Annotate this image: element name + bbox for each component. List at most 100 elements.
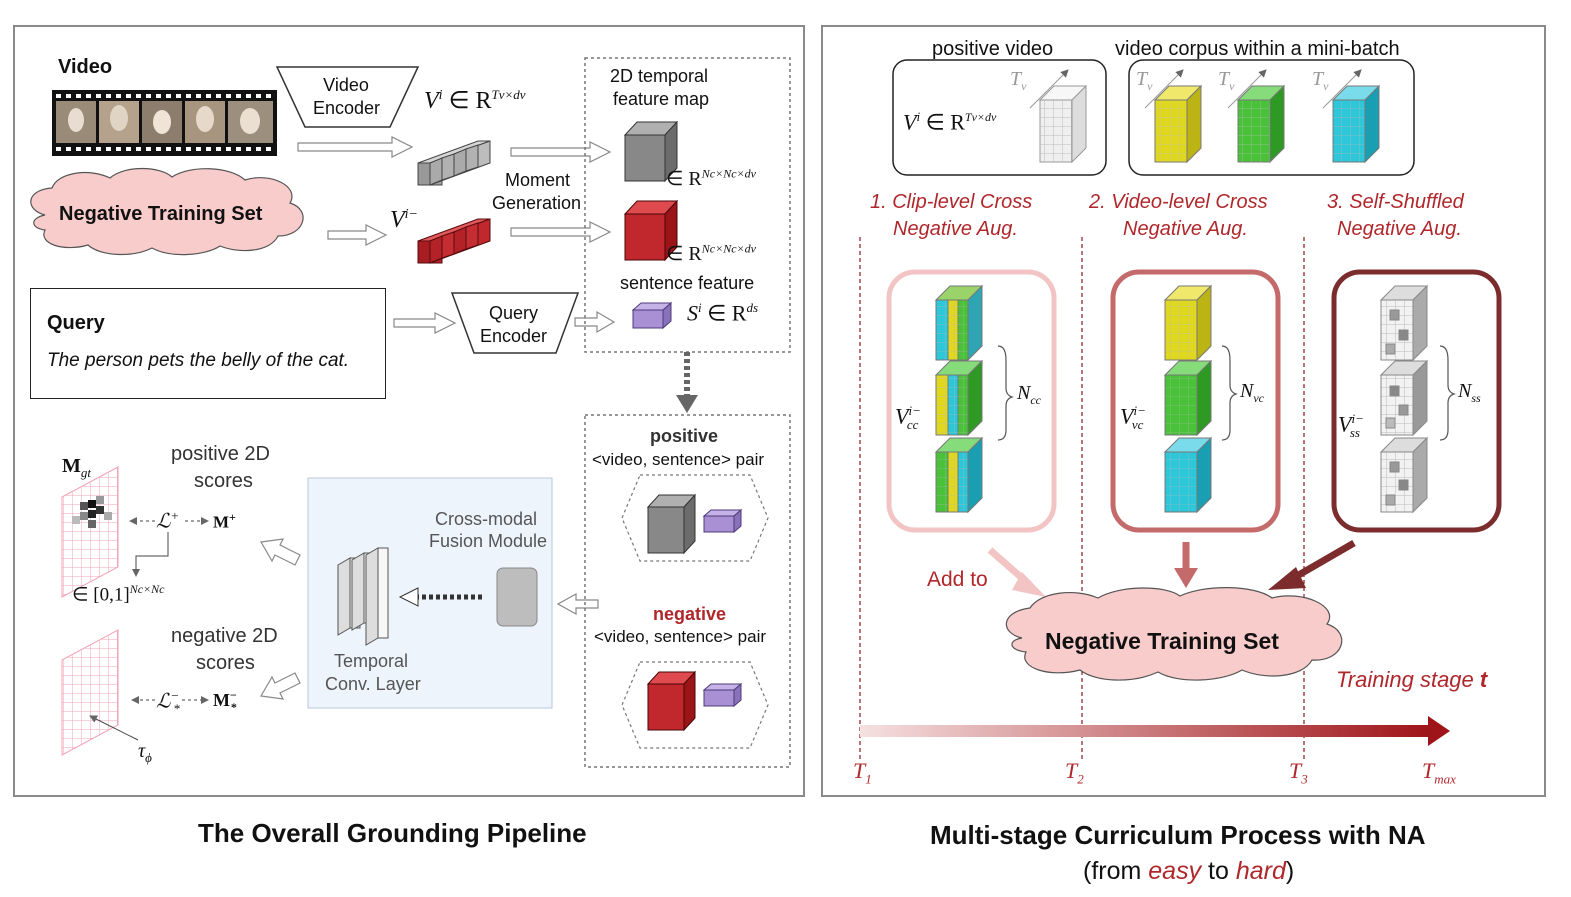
- t1-label: T1: [853, 758, 872, 787]
- vvc-label: Vi−vc: [1120, 403, 1146, 432]
- right-neg-set-label: Negative Training Set: [1045, 628, 1279, 654]
- vineg-formula: Vi−: [390, 207, 419, 233]
- tv-label-pos: Tv: [1010, 68, 1027, 93]
- feature-map-cube-red: [623, 199, 679, 262]
- neg-scores-line2: scores: [196, 652, 255, 674]
- sentence-feature-label: sentence feature: [620, 273, 755, 293]
- tv-label-yellow: Tv: [1136, 68, 1153, 93]
- si-formula: Si ∈ Rds: [687, 300, 759, 326]
- query-encoder-line1: Query: [489, 303, 539, 323]
- stage-dividers: [859, 237, 1305, 760]
- aug3-line2: Negative Aug.: [1337, 218, 1462, 240]
- m-neg: M−*: [213, 688, 237, 714]
- query-encoder-line2: Encoder: [480, 326, 548, 346]
- aug1-line1: 1. Clip-level Cross: [870, 191, 1033, 213]
- positive-video-label: positive video: [932, 38, 1054, 60]
- range-label: ∈ [0,1]Nc×Nc: [72, 582, 165, 606]
- video-feature-blocks: [417, 140, 491, 186]
- t3-label: T3: [1289, 758, 1308, 787]
- positive-pair-hexagon: [621, 474, 769, 562]
- down-dashed-arrow: [676, 352, 698, 413]
- fusion-dashed-arrow: [398, 587, 482, 607]
- m-pos: M+: [213, 510, 236, 532]
- aug2-cubes: [1163, 284, 1213, 514]
- feature-map-cube-gray: [623, 120, 679, 183]
- aug1-brace: [997, 345, 1014, 441]
- video-encoder-line2: Encoder: [313, 98, 381, 118]
- negative-label: negative: [653, 604, 727, 624]
- add-to-label: Add to: [927, 568, 988, 591]
- aug-to-neg-arrows: [987, 539, 1356, 597]
- aug2-line2: Negative Aug.: [1123, 218, 1248, 240]
- negative-feature-blocks: [417, 218, 491, 264]
- loss-neg: ℒ−*: [156, 688, 180, 716]
- query-encoder-shape: [450, 292, 580, 354]
- positive-pair-cubes: [646, 493, 743, 555]
- pos-scores-line2: scores: [194, 470, 253, 492]
- corpus-cube-green: [1227, 69, 1286, 164]
- t2-label: T2: [1065, 758, 1084, 787]
- negative-pair-hexagon: [621, 661, 769, 749]
- training-stage-label: Training stage t: [1336, 667, 1488, 692]
- map-dim-gray: ∈ RNc×Nc×dv: [666, 166, 756, 190]
- right-vi-formula: Vi ∈ RTv×dv: [903, 109, 997, 135]
- tv-label-cyan: Tv: [1312, 68, 1329, 93]
- pair-box: [584, 414, 791, 768]
- temporal-line2: Conv. Layer: [325, 674, 421, 694]
- fusion-line1: Cross-modal: [435, 509, 538, 529]
- sentence-feature-block: [631, 301, 673, 330]
- tv-label-green: Tv: [1218, 68, 1235, 93]
- score-connectors: [89, 517, 209, 741]
- query-box: [30, 288, 386, 399]
- aug2-brace: [1221, 345, 1238, 441]
- video-encoder-line1: Video: [323, 75, 369, 95]
- map-dim-red: ∈ RNc×Nc×dv: [666, 241, 756, 265]
- nvc-label: Nvc: [1240, 380, 1264, 405]
- aug3-cubes: [1379, 284, 1429, 514]
- training-timeline: [860, 716, 1450, 746]
- ncc-label: Ncc: [1017, 382, 1041, 407]
- corpus-cube-yellow: [1144, 69, 1203, 164]
- moment-gen-line1: Moment: [505, 170, 571, 190]
- aug3-line1: 3. Self-Shuffled: [1327, 191, 1464, 213]
- negative-pair-label: <video, sentence> pair: [594, 627, 767, 646]
- video-label: Video: [58, 56, 113, 78]
- mgt-label: Mgt: [62, 455, 92, 480]
- vi-formula: Vi ∈ RTv×dv: [424, 87, 526, 114]
- video-corpus-label: video corpus within a mini-batch: [1115, 38, 1400, 60]
- map-title-line2: feature map: [613, 89, 710, 109]
- left-negative-cloud: [30, 168, 304, 256]
- negative-score-map: [61, 629, 119, 756]
- left-title: The Overall Grounding Pipeline: [198, 818, 587, 848]
- aug3-brace: [1439, 345, 1456, 441]
- vss-label: Vi−ss: [1338, 411, 1364, 440]
- fusion-module-block: [496, 567, 538, 627]
- moment-gen-line2: Generation: [492, 193, 582, 213]
- flow-arrows-left: [260, 136, 616, 700]
- positive-score-map: [61, 466, 119, 598]
- tmax-label: Tmax: [1422, 758, 1456, 787]
- pos-scores-line1: positive 2D: [171, 443, 270, 465]
- nss-label: Nss: [1458, 380, 1481, 405]
- map-title-line1: 2D temporal: [610, 66, 709, 86]
- positive-label: positive: [650, 426, 719, 446]
- corpus-cube-cyan: [1322, 69, 1381, 164]
- positive-pair-label: <video, sentence> pair: [592, 450, 765, 469]
- aug2-line1: 2. Video-level Cross: [1089, 191, 1268, 213]
- aug1-cubes: [934, 284, 984, 514]
- video-encoder-shape: [275, 66, 420, 128]
- positive-video-cube: [1029, 69, 1088, 164]
- query-text: The person pets the belly of the cat.: [47, 350, 350, 371]
- tau-label: τϕ: [138, 740, 152, 765]
- right-negative-cloud: [1005, 587, 1343, 681]
- right-title: Multi-stage Curriculum Process with NA: [930, 820, 1426, 850]
- left-neg-set-label: Negative Training Set: [59, 203, 263, 225]
- aug1-line2: Negative Aug.: [893, 218, 1018, 240]
- video-filmstrip: [52, 90, 277, 156]
- vcc-label: Vi−cc: [895, 403, 921, 432]
- right-panel: [821, 25, 1546, 797]
- left-panel: [13, 25, 805, 797]
- neg-scores-line1: negative 2D: [171, 625, 278, 647]
- temporal-line1: Temporal: [334, 651, 409, 671]
